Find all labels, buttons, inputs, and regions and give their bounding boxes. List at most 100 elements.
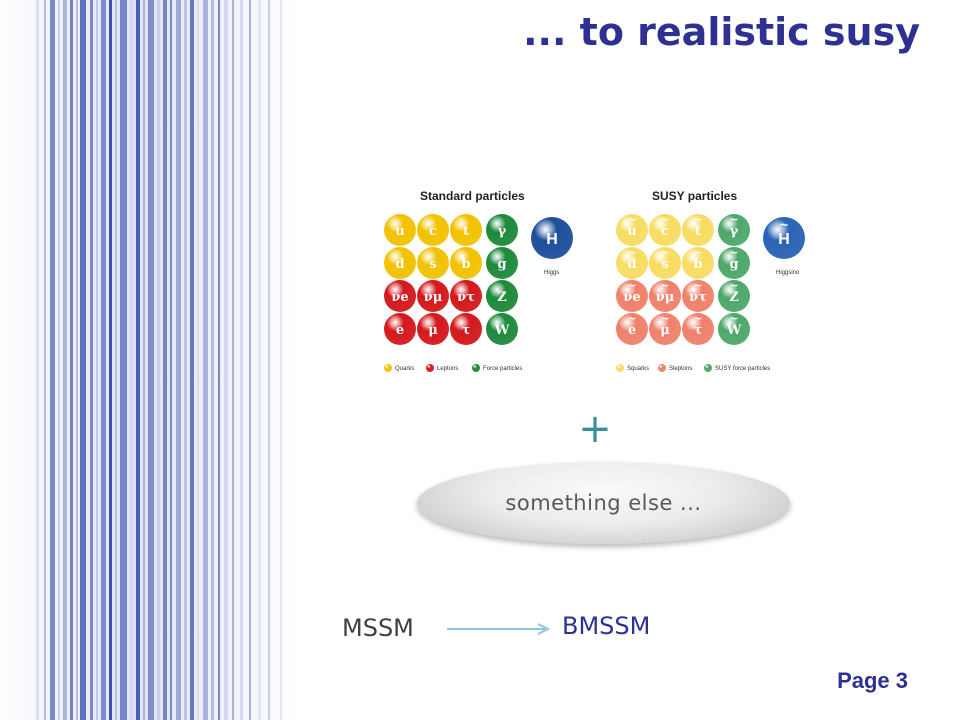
- particle-ball: [649, 280, 681, 312]
- tilde-mark: ~: [779, 218, 789, 232]
- stripe: [190, 0, 194, 720]
- particle-ball: [486, 280, 518, 312]
- particle-ball: [384, 280, 416, 312]
- stripe: [211, 0, 214, 720]
- tilde-mark: ~: [627, 246, 636, 259]
- tilde-mark: ~: [660, 312, 669, 325]
- higgs-ball: [763, 217, 805, 259]
- stripe: [163, 0, 167, 720]
- higgs-caption: Higgsino: [776, 270, 800, 276]
- particle-ball: [417, 247, 449, 279]
- particle-ball: [417, 280, 449, 312]
- particle-label: g: [729, 257, 738, 272]
- particle-label: e: [628, 323, 636, 338]
- stripe: [96, 0, 98, 720]
- legend-dot: [426, 364, 434, 372]
- particle-label: g: [497, 257, 506, 272]
- something-else-label: something else ...: [505, 491, 702, 515]
- particle-ball: [616, 247, 648, 279]
- particle-ball: [682, 313, 714, 345]
- stripe: [109, 0, 112, 720]
- stripe: [115, 0, 117, 720]
- higgs-caption: Higgs: [544, 270, 559, 276]
- stripe: [184, 0, 187, 720]
- stripe: [44, 0, 46, 720]
- tilde-mark: ~: [627, 213, 636, 226]
- particle-label: μ: [428, 323, 438, 338]
- particle-ball: [682, 280, 714, 312]
- stripe: [268, 0, 270, 720]
- particle-ball: [616, 214, 648, 246]
- particle-label: Z: [729, 290, 739, 305]
- particle-label: e: [396, 323, 404, 338]
- legend-label: Quarks: [395, 366, 414, 372]
- stripe: [36, 0, 39, 720]
- particle-ball: [384, 313, 416, 345]
- particle-label: νμ: [424, 290, 443, 305]
- higgs-ball: [531, 217, 573, 259]
- stripe: [90, 0, 93, 720]
- something-else-ellipse: something else ...: [417, 462, 790, 544]
- stripe: [130, 0, 133, 720]
- legend-label: Sleptons: [669, 366, 692, 372]
- stripe: [101, 0, 106, 720]
- particle-label: b: [693, 257, 702, 272]
- tilde-mark: ~: [693, 312, 702, 325]
- particle-label: νe: [623, 290, 640, 305]
- stripe: [176, 0, 181, 720]
- stripe: [249, 0, 251, 720]
- particle-label: d: [627, 257, 636, 272]
- particle-ball: [486, 313, 518, 345]
- stripe: [70, 0, 73, 720]
- particle-label: ντ: [689, 290, 707, 305]
- particle-ball: [649, 313, 681, 345]
- particle-label: c: [661, 224, 669, 239]
- particle-label: c: [429, 224, 437, 239]
- stripe: [240, 0, 243, 720]
- stripe: [157, 0, 160, 720]
- stripe: [120, 0, 127, 720]
- particle-ball: [450, 247, 482, 279]
- particle-label: t: [695, 224, 701, 239]
- particle-ball: [417, 214, 449, 246]
- legend-label: SUSY force particles: [715, 366, 770, 372]
- particle-ball: [682, 214, 714, 246]
- stripe: [280, 0, 282, 720]
- panel-heading: SUSY particles: [652, 189, 737, 203]
- particle-label: s: [661, 257, 668, 272]
- plus-sign: +: [578, 406, 612, 452]
- particle-ball: [718, 313, 750, 345]
- particle-label: ντ: [457, 290, 475, 305]
- stripe: [63, 0, 67, 720]
- particle-ball: [486, 247, 518, 279]
- tilde-mark: ~: [660, 213, 669, 226]
- tilde-mark: ~: [693, 279, 702, 292]
- arrow-icon: [447, 623, 551, 635]
- slide-title: ... to realistic susy: [523, 10, 920, 54]
- tilde-mark: ~: [693, 213, 702, 226]
- tilde-mark: ~: [729, 279, 738, 292]
- particle-ball: [649, 247, 681, 279]
- decorative-stripes: [0, 0, 300, 720]
- tilde-mark: ~: [660, 246, 669, 259]
- legend-label: Leptons: [437, 366, 458, 372]
- particle-ball: [649, 214, 681, 246]
- particle-label: γ: [498, 224, 507, 239]
- tilde-mark: ~: [660, 279, 669, 292]
- particle-ball: [384, 214, 416, 246]
- particle-ball: [616, 280, 648, 312]
- particle-label: μ: [660, 323, 670, 338]
- stripe: [170, 0, 172, 720]
- stripe: [148, 0, 154, 720]
- particle-ball: [616, 313, 648, 345]
- page-number: Page 3: [837, 668, 908, 693]
- legend-dot: [384, 364, 392, 372]
- particle-ball: [718, 247, 750, 279]
- stripe: [76, 0, 78, 720]
- stripe: [80, 0, 86, 720]
- stripe: [58, 0, 60, 720]
- panel-heading: Standard particles: [420, 189, 525, 203]
- legend-dot: [704, 364, 712, 372]
- legend-label: Force particles: [483, 366, 522, 372]
